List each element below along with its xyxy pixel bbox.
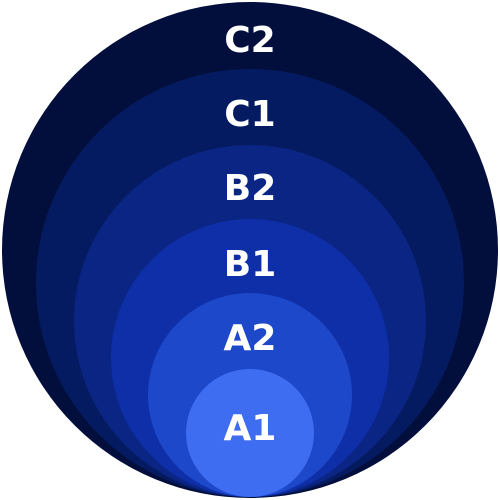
level-label-b1: B1 [224,244,277,285]
level-label-b2: B2 [224,168,277,209]
level-label-a1: A1 [224,408,277,449]
level-label-c1: C1 [224,94,275,135]
level-label-a2: A2 [224,318,277,359]
level-label-c2: C2 [224,20,275,61]
circle-level-a1 [186,369,314,497]
